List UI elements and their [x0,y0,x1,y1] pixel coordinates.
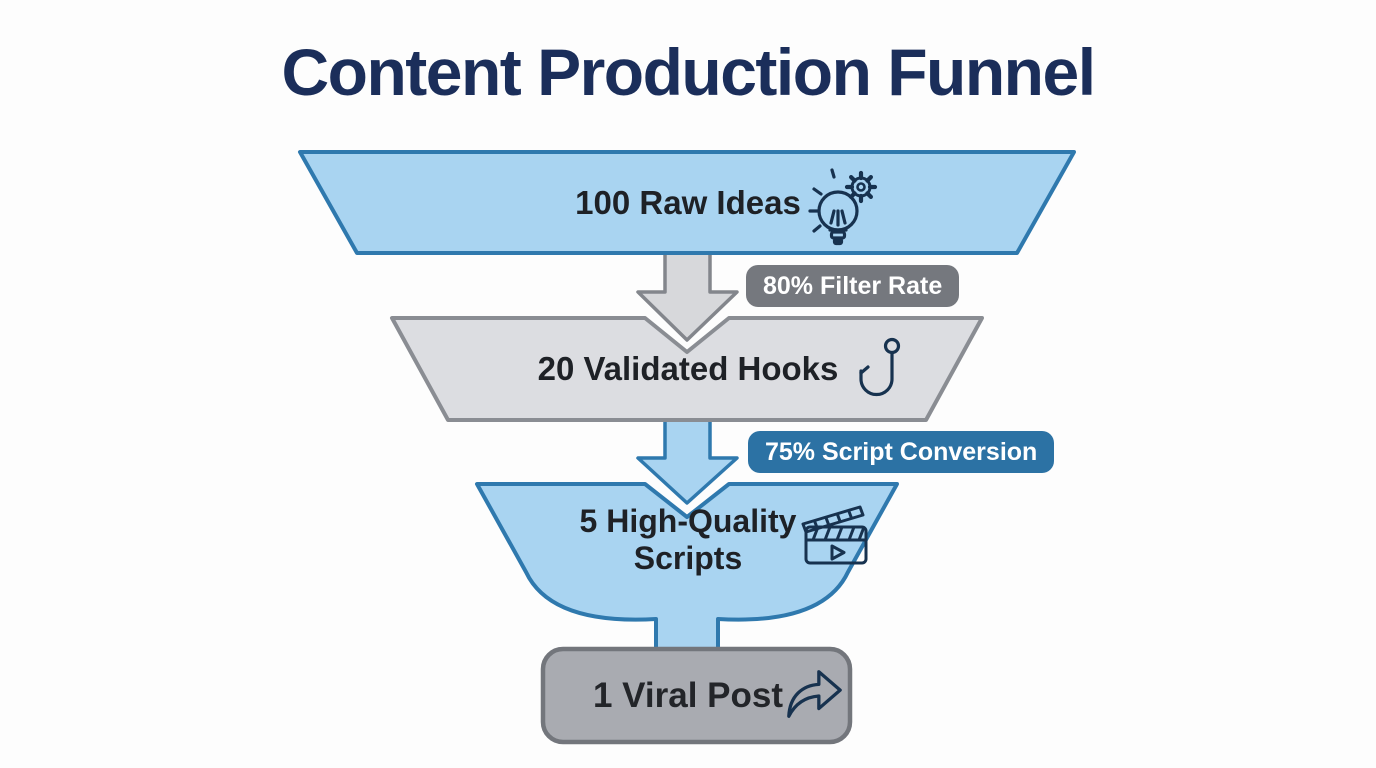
script-conversion-badge: 75% Script Conversion [748,431,1055,473]
funnel-stage-2-shape [390,316,984,422]
funnel-stage-3-shape [475,482,899,664]
funnel-stage-1-shape [298,150,1076,255]
page-title: Content Production Funnel [281,35,1096,109]
filter-rate-badge: 80% Filter Rate [746,265,960,307]
result-box-shape [540,646,853,745]
down-arrow-gray [636,247,739,342]
